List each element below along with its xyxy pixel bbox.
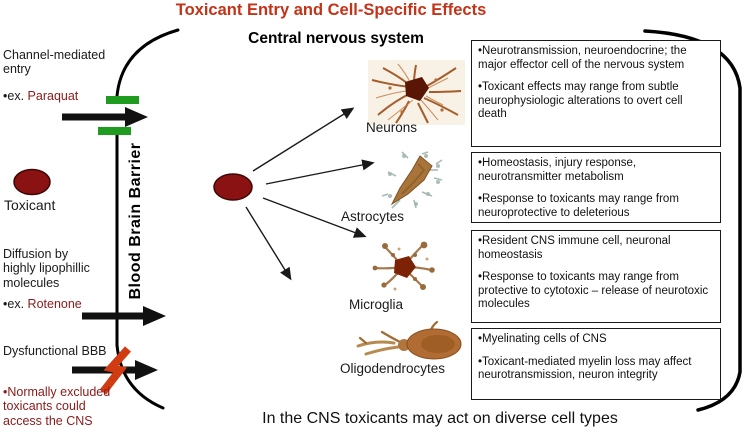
figure-title: Toxicant Entry and Cell-Specific Effects	[175, 1, 487, 19]
toxicant-label: Toxicant	[4, 197, 56, 213]
channel-entry-label: Channel-mediated entry	[3, 48, 106, 77]
cell-label-neurons: Neurons	[366, 120, 418, 135]
effects-box-oligodendrocytes: •Myelinating cells of CNS •Toxicant-medi…	[471, 328, 721, 400]
oligodendrocyte-micrograph	[356, 320, 462, 360]
effect-text: •Homeostasis, injury response, neurotran…	[478, 157, 637, 183]
effect-text: •Myelinating cells of CNS	[478, 333, 607, 345]
effect-text: •Resident CNS immune cell, neuronal home…	[478, 235, 671, 261]
example-prefix: •ex.	[3, 297, 25, 311]
cns-bracket	[643, 29, 742, 412]
toxicant-shape	[13, 168, 51, 196]
cell-label-oligodendrocytes: Oligodendrocytes	[340, 361, 446, 376]
effects-box-microglia: •Resident CNS immune cell, neuronal home…	[471, 230, 721, 323]
astrocyte-micrograph	[381, 151, 443, 209]
channel-entry-example: •ex. Paraquat	[3, 89, 78, 103]
paraquat-label: Paraquat	[27, 89, 79, 103]
cell-label-astrocytes: Astrocytes	[341, 209, 405, 224]
membrane-channel-icon	[98, 96, 139, 135]
diffusion-entry-arrow	[82, 306, 166, 326]
cell-label-microglia: Microglia	[349, 297, 404, 312]
neuron-micrograph	[368, 60, 465, 125]
channel-entry-arrow	[62, 107, 148, 127]
dysfunctional-bbb-label: Dysfunctional BBB	[3, 344, 107, 358]
effect-text: •Toxicant-mediated myelin loss may affec…	[478, 355, 692, 382]
cns-toxicant-shape	[213, 173, 253, 201]
effect-text: •Neurotransmission, neuroendocrine; the …	[478, 45, 687, 71]
cns-heading: Central nervous system	[248, 30, 424, 47]
effects-box-astrocytes: •Homeostasis, injury response, neurotran…	[471, 152, 721, 223]
rotenone-label: Rotenone	[27, 297, 82, 311]
example-prefix: •ex.	[3, 89, 25, 103]
diffusion-example: •ex. Rotenone	[3, 297, 82, 311]
microglia-micrograph	[372, 241, 435, 291]
effects-box-neurons: •Neurotransmission, neuroendocrine; the …	[471, 40, 721, 147]
toxicant-to-cells-arrows	[245, 107, 375, 281]
excluded-toxicants-note: •Normally excluded toxicants could acces…	[3, 385, 111, 428]
bottom-caption: In the CNS toxicants may act on diverse …	[262, 410, 618, 427]
effect-text: •Response to toxicants may range from ne…	[478, 193, 679, 219]
lightning-bolt-icon	[99, 346, 131, 395]
effect-text: •Response to toxicants may range from pr…	[478, 271, 709, 311]
diffusion-label: Diffusion by highly lipophillic molecule…	[3, 247, 90, 290]
effect-text: •Toxicant effects may range from subtle …	[478, 81, 683, 121]
blood-brain-barrier-label: Blood Brain Barrier	[127, 142, 144, 300]
bbb-line	[115, 28, 180, 410]
